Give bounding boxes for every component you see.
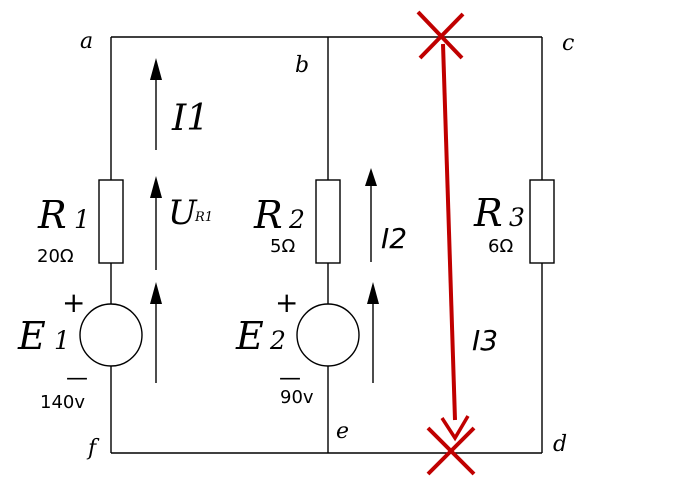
current-i1-arrow — [150, 58, 162, 150]
resistor-r1 — [98, 179, 124, 264]
node-f-label: f — [86, 436, 100, 461]
e2-subscript: 2 — [269, 326, 286, 355]
e1-subscript: 1 — [54, 326, 70, 355]
voltage-ur1-arrow — [150, 176, 162, 270]
e1-value: 140v — [40, 392, 85, 413]
e1-plus: + — [62, 286, 85, 319]
node-b-label: b — [295, 53, 309, 78]
node-c-label: c — [562, 31, 574, 56]
source-e2-arrow — [367, 282, 379, 383]
current-i2-label: I2 — [381, 222, 407, 255]
current-i3-annotation — [416, 10, 476, 476]
current-i1-label: I1 — [171, 98, 209, 139]
r3-value: 6Ω — [488, 236, 513, 257]
r2-value: 5Ω — [270, 236, 295, 257]
e2-letter: E — [235, 314, 264, 358]
voltage-ur1-letter: U — [168, 193, 198, 233]
source-e1 — [79, 303, 143, 367]
current-i3-label: I3 — [472, 324, 498, 357]
r1-value: 20Ω — [37, 246, 74, 267]
e1-letter: E — [17, 314, 46, 358]
r3-letter: R — [473, 191, 503, 235]
voltage-ur1-subscript: R1 — [194, 210, 213, 225]
node-e-label: e — [336, 419, 349, 444]
source-e1-arrow — [150, 282, 162, 383]
r1-subscript: 1 — [74, 205, 90, 234]
r2-subscript: 2 — [288, 205, 305, 234]
top-cross-icon — [416, 10, 465, 60]
e1-minus: — — [66, 366, 88, 391]
r1-letter: R — [37, 193, 67, 237]
e2-minus: — — [279, 366, 301, 391]
resistor-r2 — [315, 179, 341, 264]
source-e2 — [296, 303, 360, 367]
bottom-cross-icon — [426, 426, 476, 476]
resistor-r3 — [529, 179, 555, 264]
e2-plus: + — [275, 286, 298, 319]
e2-value: 90v — [280, 387, 314, 408]
current-i2-arrow — [365, 168, 377, 262]
r2-letter: R — [253, 193, 283, 237]
node-a-label: a — [80, 29, 93, 54]
r3-subscript: 3 — [509, 203, 525, 232]
node-d-label: d — [553, 432, 567, 457]
